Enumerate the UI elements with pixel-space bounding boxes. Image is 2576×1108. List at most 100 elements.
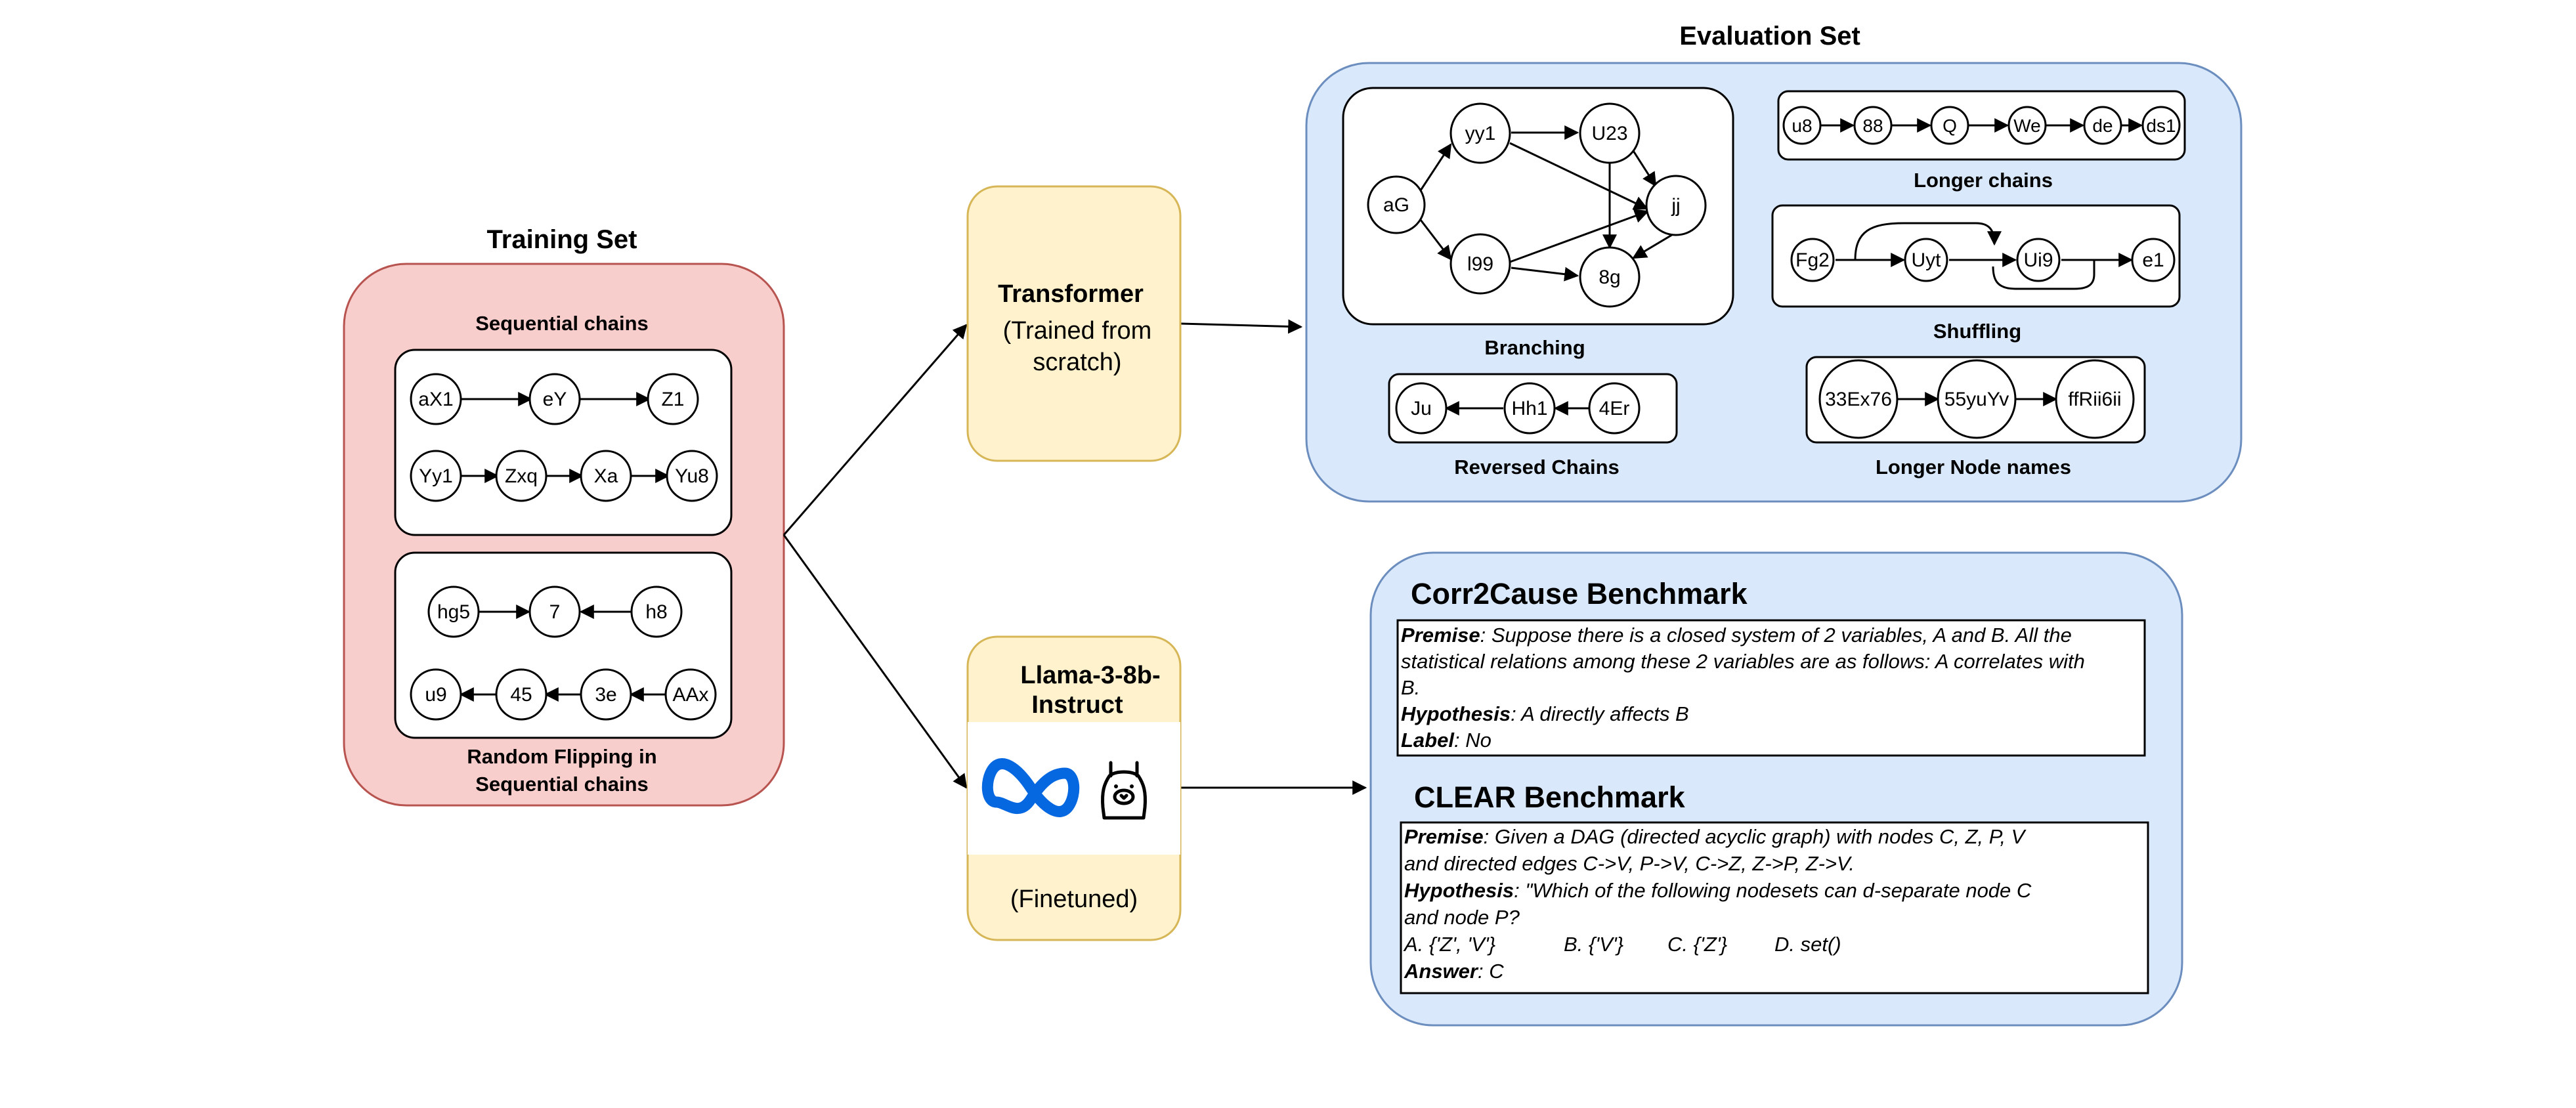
evaluation-set: Evaluation Set aG yy1 U23 jj l99: [1305, 22, 2243, 503]
connectors: [783, 319, 1367, 795]
evaluation-set-title: Evaluation Set: [1679, 22, 1860, 51]
clear-premise-label: Premise: [1404, 825, 1484, 848]
clear-option-c: C. {'Z'}: [1667, 933, 1727, 956]
node-ax1: [410, 373, 462, 425]
node-ey-label: eY: [543, 389, 567, 410]
corr2cause-hypothesis-line: Hypothesis: A directly affects B: [1401, 702, 1689, 725]
node-hh1: [1503, 382, 1556, 435]
shuffling-title: Shuffling: [1933, 320, 2021, 343]
branching-title: Branching: [1484, 336, 1585, 359]
clear-title: CLEAR Benchmark: [1414, 780, 1686, 814]
corr2cause-label-line: Label: No: [1401, 729, 1492, 752]
corr2cause-hypothesis-label: Hypothesis: [1401, 702, 1511, 725]
node-hg5: [427, 586, 480, 638]
node-45-label: 45: [510, 684, 532, 706]
clear-option-d: D. set(): [1774, 933, 1841, 956]
meta-logo-icon: [981, 758, 1080, 817]
node-yy1-eval-label: yy1: [1465, 123, 1496, 144]
node-u9: [410, 668, 462, 721]
node-ds1-label: ds1: [2146, 116, 2176, 136]
node-ju: [1395, 382, 1448, 435]
training-set: Training Set Sequential chains aX1 eY Z1…: [343, 225, 785, 807]
node-q-label: Q: [1943, 116, 1957, 136]
node-ui9: [2016, 238, 2061, 282]
clear-option-b: B. {'V'}: [1564, 933, 1623, 956]
training-set-title: Training Set: [487, 225, 637, 254]
node-de: [2083, 106, 2122, 145]
node-u23-label: U23: [1591, 123, 1627, 144]
random-flipping-graph: [410, 586, 717, 721]
node-aax: [664, 668, 717, 721]
node-8g-label: 8g: [1599, 266, 1620, 288]
clear-hypothesis-text-2: and node P?: [1404, 906, 1520, 929]
node-xa: [580, 450, 632, 502]
clear-hypothesis-line-1: Hypothesis: "Which of the following node…: [1404, 879, 2032, 902]
node-l99: [1449, 233, 1511, 295]
shuffling-graph: [1790, 222, 2176, 290]
branching-graph: [1367, 102, 1707, 308]
corr2cause-label-label: Label: [1401, 729, 1455, 752]
node-33ex76: [1818, 359, 1899, 439]
node-we-label: We: [2013, 116, 2041, 136]
node-xa-label: Xa: [594, 465, 618, 487]
node-l99-label: l99: [1467, 253, 1493, 275]
sequential-chains-graph: [410, 373, 718, 502]
corr2cause-premise-line-1: Premise: Suppose there is a closed syste…: [1401, 624, 2072, 647]
node-z1: [647, 373, 699, 425]
node-uyt: [1904, 238, 1948, 282]
corr2cause-premise-text-3: B.: [1401, 676, 1420, 699]
transformer-box: [966, 185, 1182, 462]
node-7: [528, 586, 581, 638]
clear-box: [1400, 821, 2149, 994]
clear-premise-text-2: and directed edges C->V, P->V, C->Z, Z->…: [1404, 852, 1855, 875]
random-flipping-title-1: Random Flipping in: [467, 745, 656, 768]
node-88: [1853, 106, 1893, 145]
sequential-chains-title: Sequential chains: [475, 312, 649, 335]
llama-finetuned-label: (Finetuned): [1010, 885, 1138, 913]
llama-model: Llama-3-8b- Instruct (Finetuned): [966, 635, 1182, 941]
node-zxq-label: Zxq: [505, 465, 538, 487]
node-de-label: de: [2092, 116, 2113, 136]
reversed-chains-graph: [1395, 382, 1641, 435]
node-ui9-label: Ui9: [2023, 249, 2053, 271]
node-h8: [630, 586, 683, 638]
arrow-training-to-llama: [783, 534, 968, 789]
clear-answer-text: : C: [1478, 960, 1504, 983]
llama-title-2: Instruct: [1031, 691, 1123, 719]
node-zxq: [495, 450, 547, 502]
transformer-subtitle-2: scratch): [1033, 349, 1121, 376]
clear-hypothesis-label: Hypothesis: [1404, 879, 1514, 902]
arrow-training-to-transformer: [783, 324, 968, 536]
transformer-model: Transformer (Trained from scratch): [966, 185, 1182, 462]
node-we: [2007, 106, 2047, 145]
longer-chains-title: Longer chains: [1914, 169, 2053, 192]
clear-hypothesis-text-1: : "Which of the following nodesets can d…: [1514, 879, 2032, 902]
node-ju-label: Ju: [1411, 398, 1432, 419]
corr2cause-title: Corr2Cause Benchmark: [1411, 577, 1748, 610]
node-8g: [1579, 246, 1641, 308]
corr2cause-premise-text-1: : Suppose there is a closed system of 2 …: [1480, 624, 2072, 647]
node-ffrii6ii: [2055, 359, 2135, 439]
node-33ex76-label: 33Ex76: [1825, 389, 1892, 410]
node-ax1-label: aX1: [418, 389, 453, 410]
node-hh1-label: Hh1: [1511, 398, 1547, 419]
node-ag: [1367, 175, 1426, 234]
node-uyt-label: Uyt: [1912, 249, 1942, 271]
corr2cause-hypothesis-text: : A directly affects B: [1511, 702, 1689, 725]
reversed-chains-title: Reversed Chains: [1454, 456, 1620, 479]
node-e1-label: e1: [2142, 249, 2164, 271]
node-ffrii6ii-label: ffRii6ii: [2068, 389, 2121, 410]
random-flipping-title-2: Sequential chains: [475, 773, 649, 796]
corr2cause-premise-label: Premise: [1401, 624, 1480, 647]
longer-names-title: Longer Node names: [1876, 456, 2071, 479]
shuffling-box: [1771, 204, 2181, 308]
transformer-subtitle-1: (Trained from: [1003, 317, 1152, 345]
corr2cause-box: [1396, 619, 2146, 757]
node-4er-label: 4Er: [1599, 398, 1630, 419]
node-3e: [580, 668, 632, 721]
node-yy1-eval: [1449, 102, 1511, 164]
node-u8: [1782, 106, 1822, 145]
node-h8-label: h8: [645, 601, 667, 623]
node-yu8-label: Yu8: [675, 465, 709, 487]
node-7-label: 7: [549, 601, 561, 623]
